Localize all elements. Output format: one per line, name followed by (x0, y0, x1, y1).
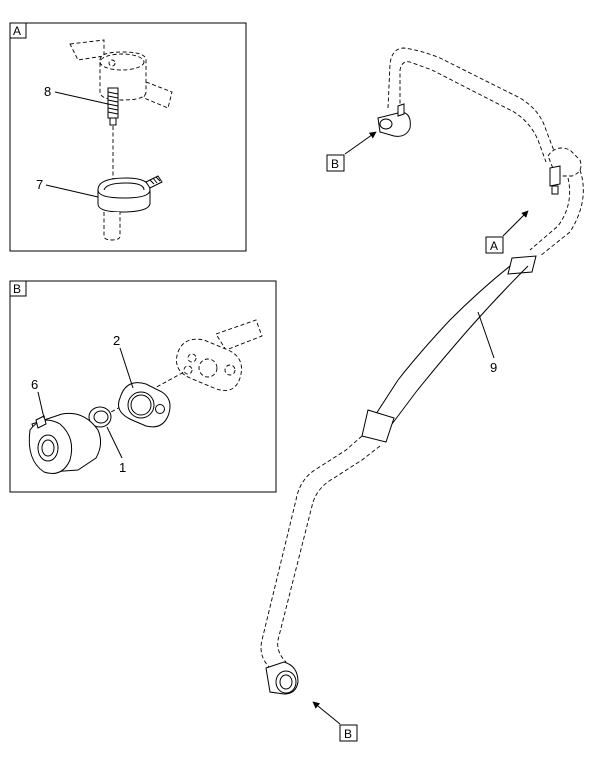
callout-6-leader (37, 391, 45, 419)
lower-tube-outer (260, 435, 363, 669)
callout-2-leader (119, 347, 134, 389)
inset-a-frame (9, 22, 247, 252)
inset-b: B 2 (9, 280, 277, 493)
tag-a: A (490, 239, 498, 253)
tag-b-lower: B (344, 727, 352, 741)
tag-b-lower-box (339, 724, 358, 742)
callout-7: 7 (36, 177, 43, 192)
tag-b-upper: B (331, 157, 339, 171)
tube-a-to-hose-inner (529, 177, 571, 251)
fitting-6 (28, 412, 102, 474)
inset-a-tag: A (13, 24, 21, 38)
callout-7-leader (45, 184, 99, 198)
inset-a-ghost-tube (69, 39, 173, 109)
callout-8-leader (54, 91, 109, 105)
lower-tube-inner (277, 445, 381, 663)
tag-a-arrow (502, 210, 529, 237)
clip-7 (97, 175, 163, 241)
lower-b-fitting (265, 661, 299, 695)
tube-a-to-hose-outer (539, 169, 584, 257)
inset-b-tag: B (13, 282, 21, 296)
inset-b-axis (59, 371, 185, 441)
tag-a-box (485, 236, 504, 254)
inset-b-tag-box (9, 280, 27, 297)
callout-1-leader (106, 426, 123, 459)
inset-a-tag-box (9, 22, 27, 39)
upper-tube-bottom (399, 61, 547, 163)
upper-tube-top (387, 47, 557, 157)
callout-2: 2 (113, 333, 120, 348)
tag-b-upper-arrow (344, 131, 377, 155)
upper-a-fitting (547, 147, 582, 195)
callout-9-leader (477, 311, 495, 359)
inset-a: A 8 7 (9, 22, 247, 252)
inset-b-frame (9, 280, 277, 493)
gasket-2 (118, 382, 171, 428)
tag-b-upper-box (326, 154, 345, 172)
o-ring-1 (88, 406, 112, 428)
inset-b-ghost-flange (176, 319, 263, 391)
hose-9 (361, 255, 537, 443)
tag-b-lower-arrow (312, 701, 341, 725)
callout-1: 1 (119, 460, 126, 475)
upper-b-fitting (377, 103, 411, 137)
tube-assembly: 9 B A B (260, 47, 584, 742)
callout-9: 9 (490, 360, 497, 375)
callout-8: 8 (44, 84, 51, 99)
callout-6: 6 (31, 377, 38, 392)
screw-8 (107, 87, 119, 126)
